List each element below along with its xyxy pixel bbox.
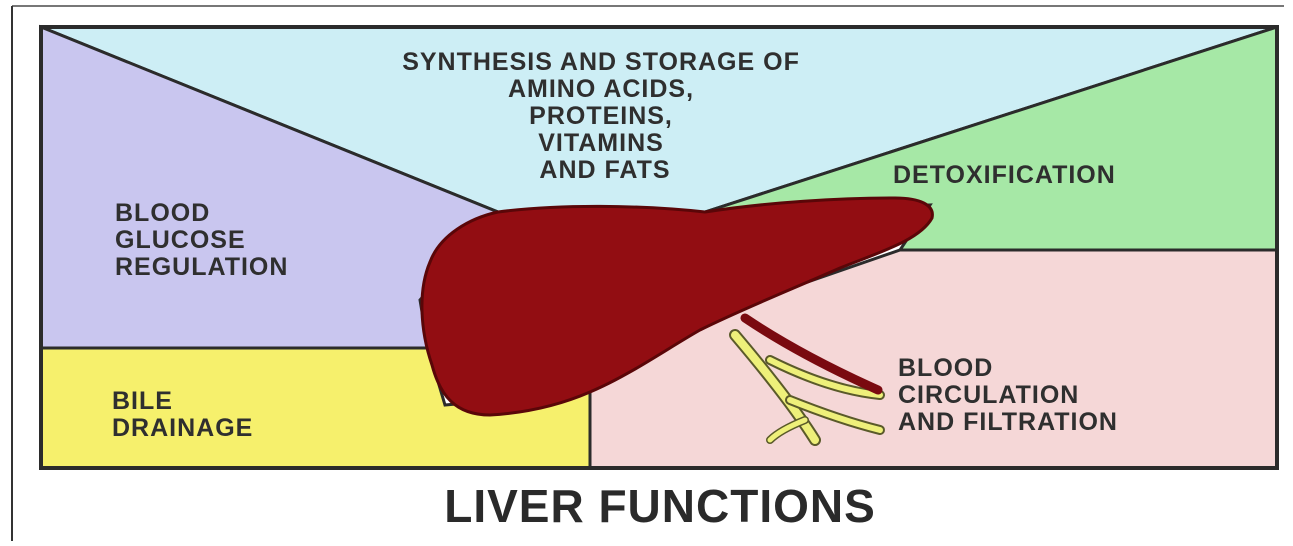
blood-circulation-label-line: CIRCULATION — [898, 381, 1079, 409]
blood-glucose-label-line: BLOOD — [115, 199, 210, 227]
detoxification-label-line: DETOXIFICATION — [893, 161, 1116, 189]
blood-circulation-label-line: AND FILTRATION — [898, 408, 1118, 436]
amino-acids-label-line: PROTEINS, — [529, 102, 673, 130]
blood-circulation-label-line: BLOOD — [898, 354, 993, 382]
amino-acids-label-line: SYNTHESIS AND STORAGE OF — [402, 48, 800, 76]
detoxification-label: DETOXIFICATION — [893, 161, 1116, 189]
amino-acids-label-line: AND FATS — [539, 156, 670, 184]
amino-acids-label-line: VITAMINS — [538, 129, 664, 157]
bile-drainage-label-line: BILE — [112, 387, 173, 415]
blood-glucose-label-line: REGULATION — [115, 253, 288, 281]
amino-acids-label-line: AMINO ACIDS, — [508, 75, 694, 103]
blood-glucose-label-line: GLUCOSE — [115, 226, 246, 254]
bile-drainage-label-line: DRAINAGE — [112, 414, 253, 442]
figure-caption: LIVER FUNCTIONS — [444, 480, 876, 532]
